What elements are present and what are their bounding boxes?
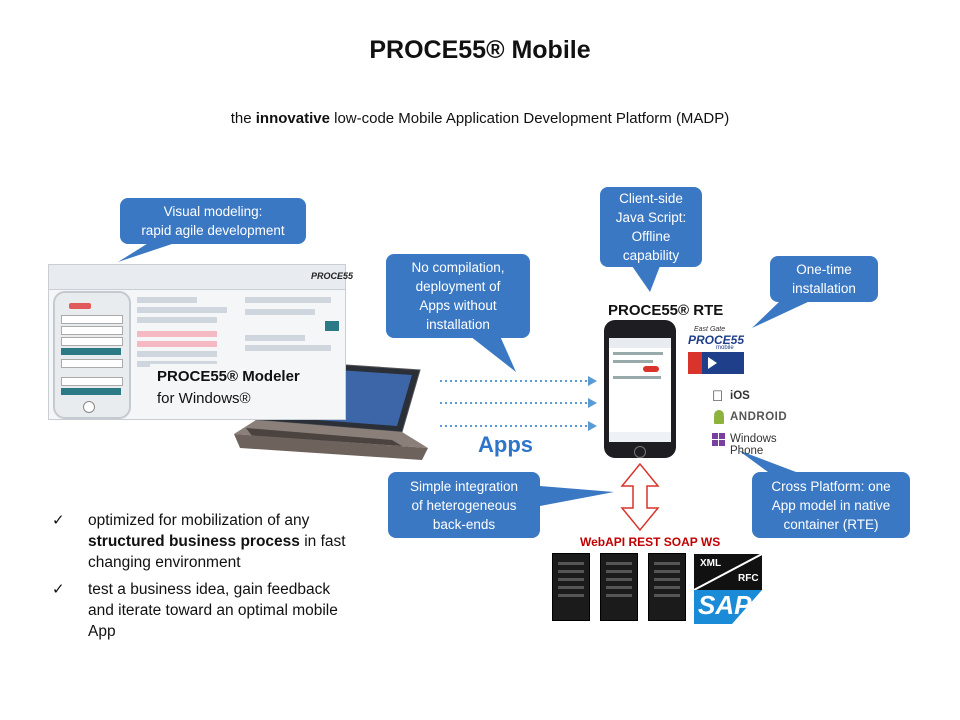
android-icon (714, 410, 724, 424)
subtitle-prefix: the (230, 110, 256, 127)
proce55-mobile-logo: East Gate PROCE55 mobile (688, 326, 744, 376)
modeler-label-platform: for Windows® (157, 390, 251, 407)
sap-label: SAP (698, 590, 752, 620)
platform-ios-label: iOS (730, 390, 750, 402)
windows-icon (712, 433, 725, 446)
apps-label: Apps (478, 432, 533, 457)
server-rack-2 (600, 553, 638, 621)
east-gate-text: East Gate (694, 326, 726, 333)
benefit-list: ✓ optimized for mobilization of any stru… (52, 510, 352, 648)
smartphone-image (604, 320, 676, 458)
logo-sub: mobile (716, 345, 734, 351)
smartphone-screen (609, 338, 671, 442)
server-rack-1 (552, 553, 590, 621)
dotted-arrow-head-2 (588, 398, 597, 408)
apple-icon:  (712, 388, 723, 405)
modeler-phone-preview (53, 291, 131, 419)
server-rack-3 (648, 553, 686, 621)
platform-windows-label: Windows Phone (730, 433, 777, 457)
bullet-emphasis: structured business process (88, 533, 300, 550)
backend-label: WebAPI REST SOAP WS (580, 535, 721, 549)
subtitle-suffix: low-code Mobile Application Development … (329, 110, 730, 127)
subtitle-emphasis: innovative (255, 110, 330, 127)
platform-android-label: ANDROID (730, 411, 788, 423)
dotted-arrow-head-1 (588, 376, 597, 386)
page-subtitle: the innovative low-code Mobile Applicati… (0, 110, 960, 127)
bullet-text-end: in fast changing environment (88, 533, 346, 571)
checkmark-icon: ✓ (52, 581, 65, 598)
bullet-text: optimized for mobilization of any (88, 512, 310, 529)
rte-label: PROCE55® RTE (608, 302, 724, 319)
visual-modeling-tail (118, 242, 178, 262)
checkmark-icon: ✓ (52, 512, 65, 529)
modeler-label-box: PROCE55® Modeler for Windows® (150, 364, 340, 414)
modeler-toolbar (49, 265, 345, 290)
one-time-tail (752, 301, 810, 328)
callout-client-side: Client-side Java Script: Offline capabil… (600, 187, 702, 267)
red-double-arrow (620, 462, 660, 532)
rfc-label: RFC (738, 573, 759, 584)
bullet-text: test a business idea, gain feedback and … (88, 581, 338, 640)
cross-platform-tail (738, 450, 796, 472)
dotted-arrows (440, 380, 588, 427)
xml-label: XML (700, 558, 722, 569)
callout-one-time: One-time installation (770, 256, 878, 302)
list-item: ✓ test a business idea, gain feedback an… (52, 579, 352, 642)
callout-cross-platform: Cross Platform: one App model in native … (752, 472, 910, 538)
modeler-logo: PROCE55 (311, 271, 354, 281)
logo-word: PROCE55 (688, 333, 745, 347)
no-compilation-tail (470, 336, 516, 372)
simple-integration-tail (540, 486, 614, 506)
page-title: PROCE55® Mobile (369, 36, 591, 64)
xml-rfc-box (694, 554, 762, 590)
callout-simple-integration: Simple integration of heterogeneous back… (388, 472, 540, 538)
list-item: ✓ optimized for mobilization of any stru… (52, 510, 352, 573)
callout-visual-modeling: Visual modeling: rapid agile development (120, 198, 306, 244)
modeler-label: PROCE55® Modeler (157, 368, 300, 385)
logo-banner (688, 352, 744, 374)
dotted-arrow-head-3 (588, 421, 597, 431)
client-side-tail (632, 266, 660, 292)
sap-logo (694, 590, 762, 624)
callout-no-compilation: No compilation, deployment of Apps witho… (386, 254, 530, 338)
